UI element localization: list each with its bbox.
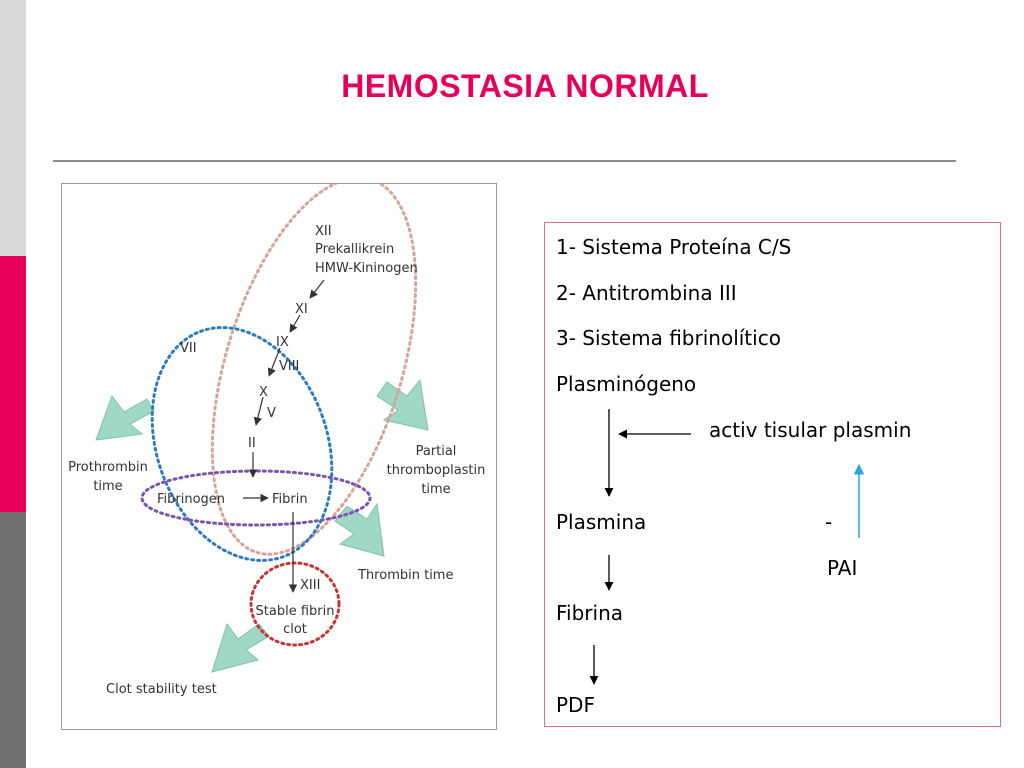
slide-title: HEMOSTASIA NORMAL bbox=[341, 68, 709, 104]
label-stable-fibrin: Stable fibrin bbox=[256, 604, 335, 619]
extrinsic-pathway-loop bbox=[150, 326, 334, 562]
common-pathway-loop bbox=[140, 469, 372, 527]
label-xi: XI bbox=[295, 302, 308, 317]
side-bar-dark-segment bbox=[0, 512, 26, 768]
label-xii: XII bbox=[315, 224, 332, 239]
title-divider bbox=[53, 160, 956, 162]
label-fibrinogen: Fibrinogen bbox=[157, 492, 225, 507]
label-tissue-activator: activ tisular plasmin bbox=[709, 418, 912, 442]
label-vii: VII bbox=[180, 341, 197, 356]
line-fibrinolytic: 3- Sistema fibrinolítico bbox=[556, 326, 781, 350]
arrow-xi-to-ix bbox=[289, 314, 301, 333]
ptt-test-arrow bbox=[376, 378, 429, 431]
label-ptt-time: time bbox=[421, 482, 450, 497]
label-viii: VIII bbox=[279, 359, 299, 374]
label-thromboplastin: thromboplastin bbox=[387, 463, 486, 478]
label-prekallikrein: Prekallikrein bbox=[315, 242, 394, 257]
side-decoration-bar bbox=[0, 0, 26, 768]
label-partial: Partial bbox=[416, 444, 457, 459]
clot-stability-test-arrow bbox=[211, 622, 270, 673]
label-ii: II bbox=[248, 436, 256, 451]
label-ix: IX bbox=[276, 335, 289, 350]
label-prothrombin-time: time bbox=[93, 479, 122, 494]
side-bar-gray-segment bbox=[0, 0, 26, 256]
label-clot-stability-test: Clot stability test bbox=[106, 682, 217, 697]
label-plasmin: Plasmina bbox=[556, 510, 647, 534]
side-bar-pink-segment bbox=[0, 256, 26, 512]
label-fibrin: Fibrina bbox=[556, 601, 624, 625]
line-protein-cs: 1- Sistema Proteína C/S bbox=[556, 235, 792, 259]
label-pai: PAI bbox=[827, 556, 858, 580]
intrinsic-pathway-loop bbox=[210, 184, 418, 556]
label-xiii: XIII bbox=[300, 578, 320, 593]
arrow-x-to-ii bbox=[253, 396, 264, 426]
label-prothrombin: Prothrombin bbox=[68, 460, 148, 475]
label-fibrin: Fibrin bbox=[272, 492, 308, 507]
line-antithrombin: 2- Antitrombina III bbox=[556, 281, 737, 305]
fibrinolysis-info-box: 1- Sistema Proteína C/S 2- Antitrombina … bbox=[544, 222, 1001, 727]
arrow-xii-to-xi bbox=[309, 279, 325, 299]
label-dash: - bbox=[825, 510, 833, 534]
arrow-ix-to-x bbox=[267, 347, 281, 377]
label-v: V bbox=[267, 406, 276, 421]
coagulation-cascade-diagram: XII Prekallikrein HMW-Kininogen XI IX VI… bbox=[61, 183, 497, 730]
label-x: X bbox=[259, 385, 268, 400]
label-clot: clot bbox=[283, 622, 307, 637]
label-hmw-kininogen: HMW-Kininogen bbox=[315, 261, 418, 276]
label-pdf: PDF bbox=[556, 693, 595, 717]
thrombin-test-arrow bbox=[334, 502, 385, 557]
stable-clot-loop bbox=[249, 561, 341, 647]
info-arrows-svg bbox=[589, 409, 865, 685]
prothrombin-test-arrow bbox=[95, 394, 155, 441]
label-plasminogen: Plasminógeno bbox=[556, 372, 697, 396]
label-thrombin-time: Thrombin time bbox=[357, 568, 453, 583]
cascade-svg: XII Prekallikrein HMW-Kininogen XI IX VI… bbox=[68, 184, 486, 697]
